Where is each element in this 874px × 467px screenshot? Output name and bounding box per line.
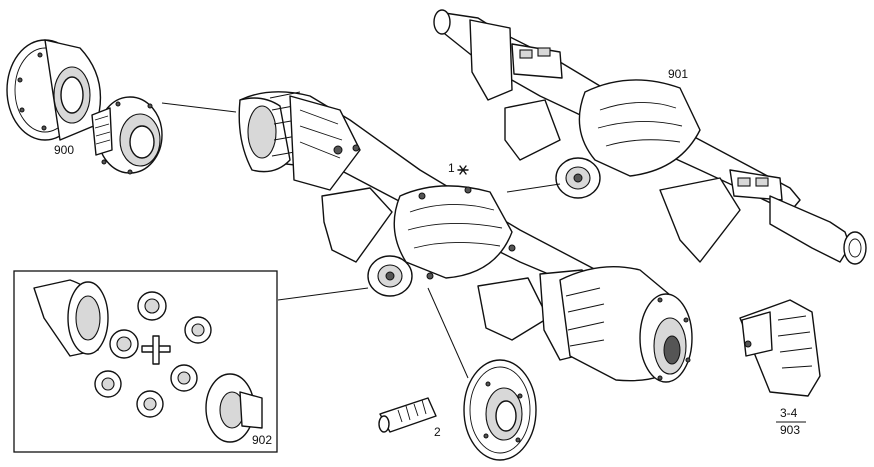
callout-903: 903 [780, 423, 801, 437]
callout-900: 900 [54, 143, 75, 157]
leader-901 [506, 183, 561, 193]
callout-902: 902 [252, 433, 273, 447]
leader-902 [277, 287, 369, 301]
crown-wheel-pinion-2 [378, 359, 537, 461]
rear-axle-901 [433, 9, 867, 265]
hub-drum-900 [6, 39, 102, 141]
front-axle-assembly [238, 91, 693, 383]
callout-901: 901 [668, 67, 689, 81]
asterisk-icon [457, 165, 469, 175]
callout-1: 1 [448, 161, 455, 175]
hub-flange-900 [91, 96, 163, 175]
leader-2 [427, 287, 469, 379]
leader-900 [161, 102, 237, 113]
differential-kit-902 [13, 270, 278, 453]
brake-actuator-903 [739, 299, 821, 423]
callout-2: 2 [434, 425, 441, 439]
callout-3-4: 3-4 [780, 406, 798, 420]
